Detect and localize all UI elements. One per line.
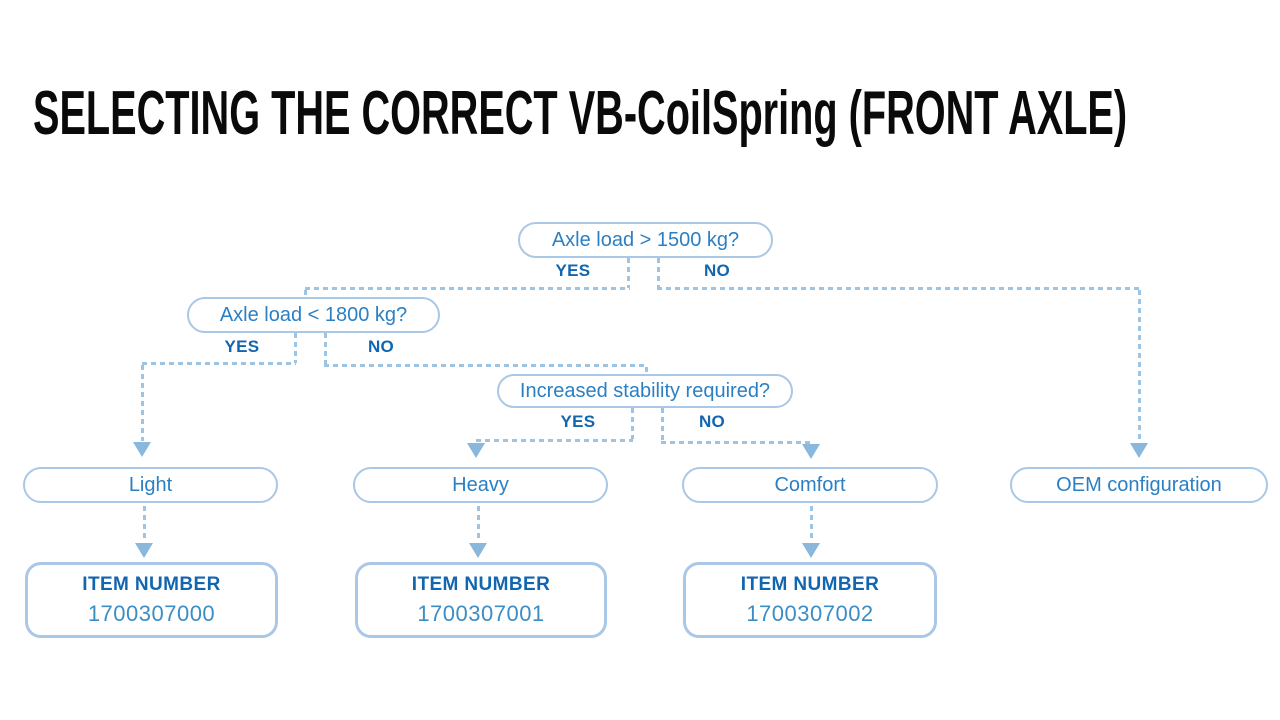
branch-label-no: NO <box>703 261 731 280</box>
connector-line <box>142 362 296 365</box>
item-number-heading: ITEM NUMBER <box>411 573 551 595</box>
decision-axle-load-1500-text: Axle load > 1500 kg? <box>551 228 740 251</box>
item-number-box: ITEM NUMBER 1700307002 <box>683 562 937 638</box>
outcome-heavy: Heavy <box>353 467 608 503</box>
connector-line <box>324 364 647 367</box>
decision-axle-load-1800-text: Axle load < 1800 kg? <box>219 303 408 326</box>
arrow-down-icon <box>802 543 820 558</box>
connector-line <box>324 333 327 364</box>
connector-line <box>1138 290 1141 443</box>
arrow-down-icon <box>802 444 820 459</box>
arrow-down-icon <box>467 443 485 458</box>
outcome-oem-configuration: OEM configuration <box>1010 467 1268 503</box>
item-number-value: 1700307002 <box>746 600 874 626</box>
connector-line <box>304 290 307 299</box>
branch-label-no: NO <box>367 337 395 356</box>
outcome-heavy-text: Heavy <box>452 473 509 496</box>
connector-line <box>477 506 480 542</box>
decision-increased-stability-text: Increased stability required? <box>519 379 771 402</box>
item-number-heading: ITEM NUMBER <box>82 573 221 595</box>
decision-axle-load-1500: Axle load > 1500 kg? <box>518 222 773 258</box>
item-number-value: 1700307001 <box>417 600 545 626</box>
connector-line <box>657 287 1141 290</box>
outcome-comfort: Comfort <box>682 467 938 503</box>
branch-label-yes: YES <box>555 261 591 280</box>
connector-line <box>645 367 648 375</box>
item-number-box: ITEM NUMBER 1700307001 <box>355 562 607 638</box>
branch-label-yes: YES <box>560 412 596 431</box>
outcome-comfort-text: Comfort <box>774 473 846 496</box>
connector-line <box>661 441 813 444</box>
arrow-down-icon <box>1130 443 1148 458</box>
connector-line <box>657 258 660 288</box>
outcome-oem-configuration-text: OEM configuration <box>1056 473 1222 496</box>
page-title: SELECTING THE CORRECT VB-CoilSpring (FRO… <box>33 79 1128 148</box>
decision-axle-load-1800: Axle load < 1800 kg? <box>187 297 440 333</box>
connector-line <box>143 506 146 542</box>
branch-label-yes: YES <box>224 337 260 356</box>
item-number-heading: ITEM NUMBER <box>740 573 880 595</box>
branch-label-no: NO <box>698 412 726 431</box>
arrow-down-icon <box>469 543 487 558</box>
connector-line <box>661 408 664 441</box>
connector-line <box>627 258 630 288</box>
decision-increased-stability: Increased stability required? <box>497 374 793 408</box>
connector-line <box>294 333 297 363</box>
outcome-light-text: Light <box>128 473 173 496</box>
connector-line <box>631 408 634 439</box>
connector-line <box>476 439 633 442</box>
connector-line <box>305 287 630 290</box>
item-number-box: ITEM NUMBER 1700307000 <box>25 562 278 638</box>
arrow-down-icon <box>135 543 153 558</box>
item-number-value: 1700307000 <box>87 600 216 626</box>
arrow-down-icon <box>133 442 151 457</box>
outcome-light: Light <box>23 467 278 503</box>
connector-line <box>141 365 144 441</box>
connector-line <box>810 506 813 542</box>
